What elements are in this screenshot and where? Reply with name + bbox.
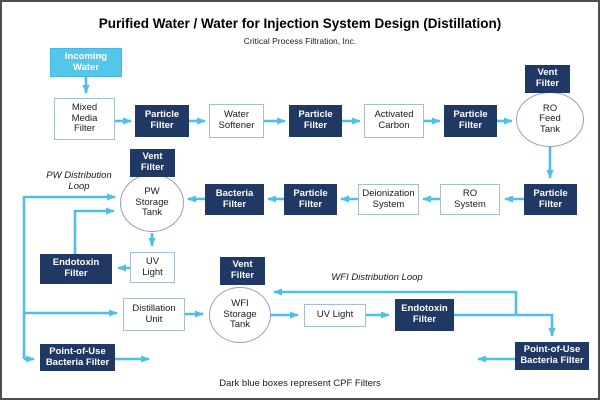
vent-filter-box-1: Vent Filter (525, 65, 570, 93)
bacteria-filter-box: Bacteria Filter (205, 184, 264, 215)
wfi-storage-tank: WFI Storage Tank (209, 287, 271, 343)
uv-light-box-wfi: UV Light (304, 304, 366, 327)
deionization-system-box: Deionization System (358, 184, 419, 215)
uv-light-box-pw: UV Light (130, 252, 175, 283)
vent-filter-box-2: Vent Filter (130, 149, 175, 177)
distillation-unit-box: Distillation Unit (123, 298, 185, 331)
endotoxin-filter-box-pw: Endotoxin Filter (40, 254, 112, 284)
pou-bacteria-filter-box-left: Point-of-Use Bacteria Filter (40, 344, 115, 371)
line-pw-loop-return (22, 193, 116, 359)
mixed-media-filter-box: Mixed Media Filter (54, 98, 115, 140)
ro-system-box: RO System (440, 184, 500, 215)
incoming-water-box: Incoming Water (50, 48, 122, 77)
arrow-endotoxin-to-pwtank (73, 207, 115, 254)
particle-filter-box-3: Particle Filter (444, 105, 497, 137)
activated-carbon-box: Activated Carbon (364, 104, 424, 138)
legend-note: Dark blue boxes represent CPF Filters (219, 378, 381, 389)
diagram-subtitle: Critical Process Filtration, Inc. (243, 36, 357, 46)
particle-filter-box-4: Particle Filter (524, 184, 577, 215)
pw-distribution-loop-label: PW Distribution Loop (46, 170, 112, 193)
pw-storage-tank: PW Storage Tank (120, 174, 184, 232)
diagram-title: Purified Water / Water for Injection Sys… (98, 16, 502, 31)
wfi-distribution-loop-label: WFI Distribution Loop (331, 272, 423, 283)
line-wfi-loop-return (273, 288, 518, 315)
particle-filter-box-1: Particle Filter (135, 105, 189, 137)
particle-filter-box-5: Particle Filter (284, 184, 337, 215)
vent-filter-box-3: Vent Filter (220, 257, 265, 285)
ro-feed-tank: RO Feed Tank (516, 92, 584, 147)
endotoxin-filter-box-wfi: Endotoxin Filter (395, 299, 454, 331)
pou-bacteria-filter-box-right: Point-of-Use Bacteria Filter (515, 342, 589, 370)
particle-filter-box-2: Particle Filter (289, 105, 342, 137)
line-endotoxin-to-pou-right (454, 313, 556, 337)
water-softener-box: Water Softener (209, 104, 264, 138)
